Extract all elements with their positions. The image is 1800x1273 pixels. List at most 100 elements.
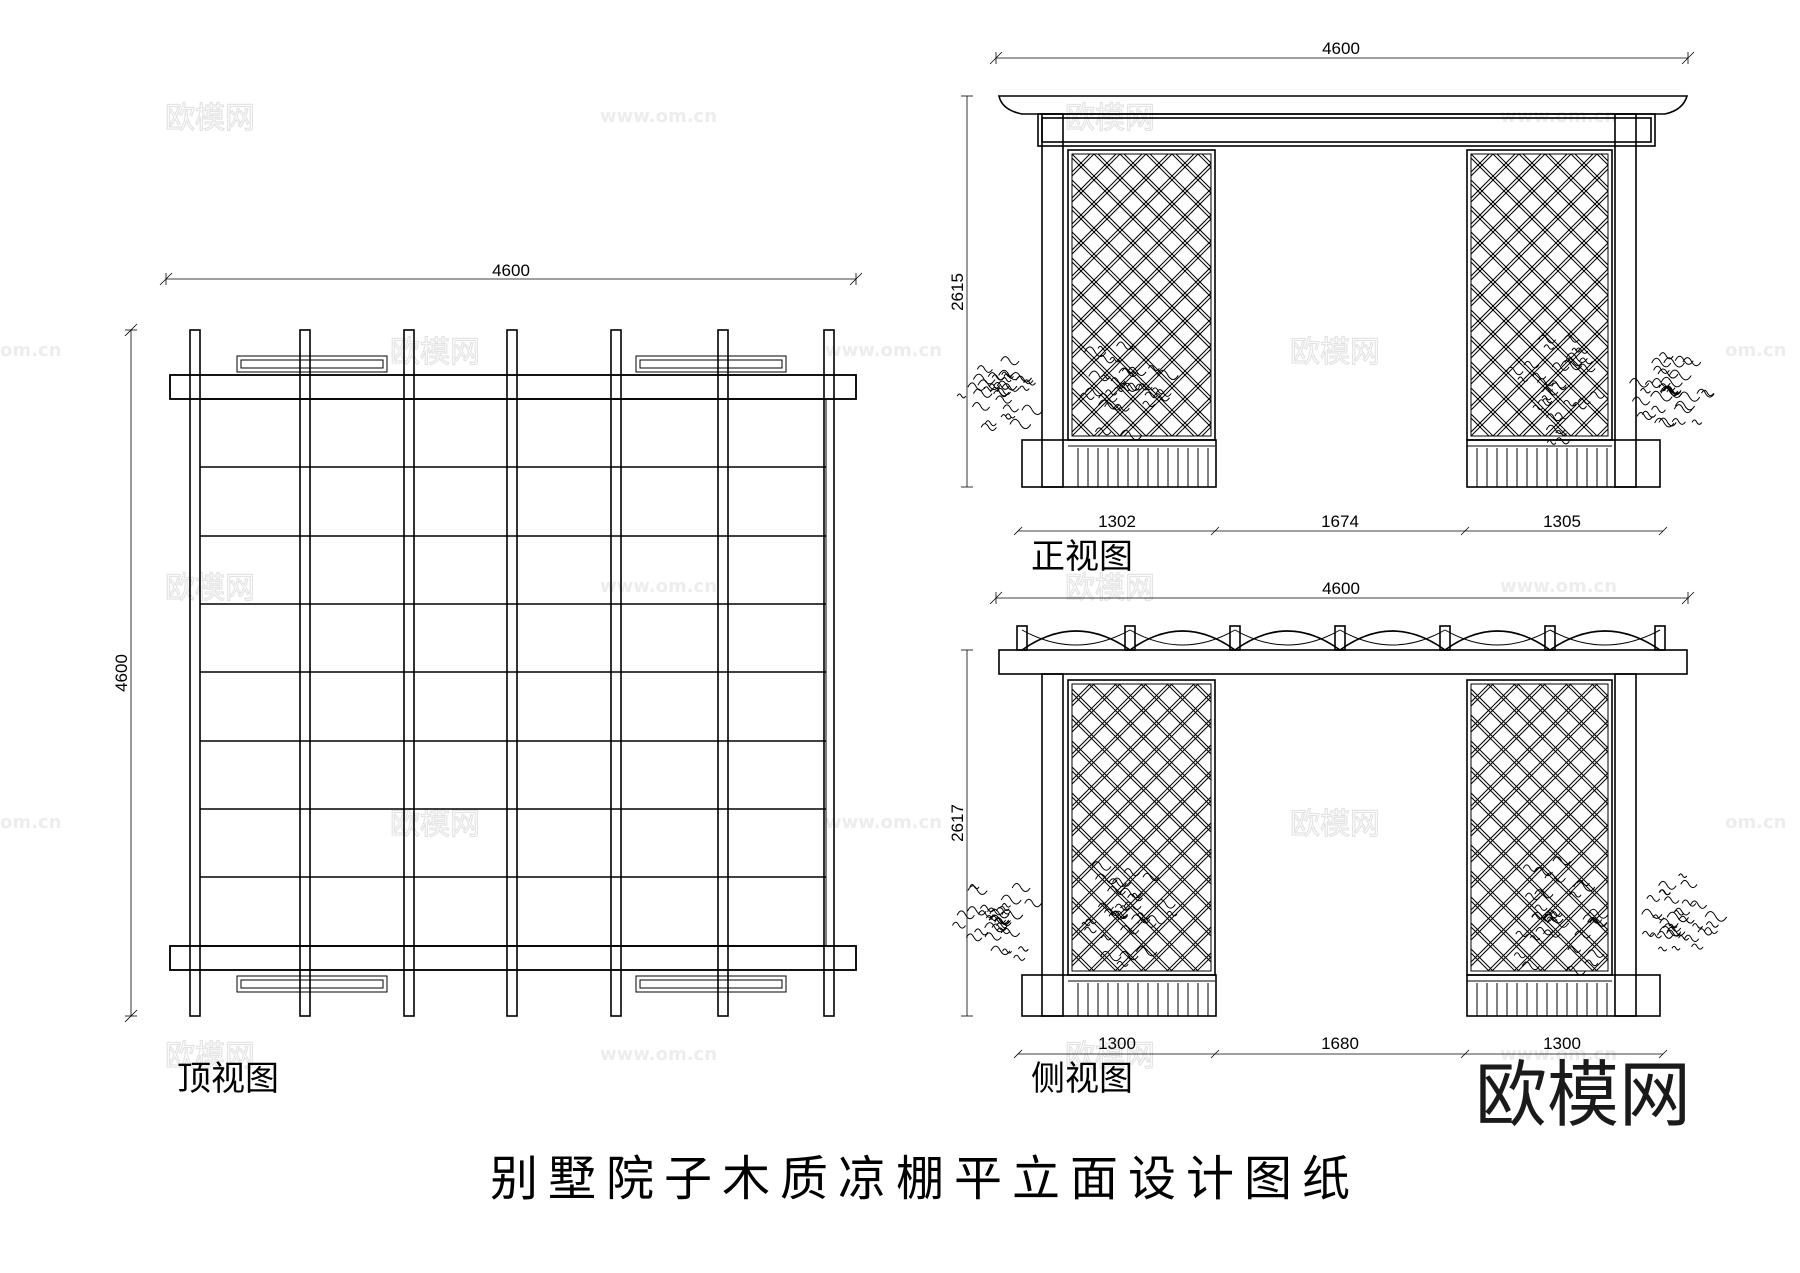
shrub-leaf xyxy=(974,928,989,936)
lattice-bar xyxy=(1072,844,1199,971)
plan-rafter xyxy=(610,329,622,1017)
lattice-bar xyxy=(1380,150,1670,440)
side-planter-left xyxy=(1021,974,1217,1017)
lattice-bar xyxy=(1471,828,1608,967)
lattice-bar xyxy=(1072,218,1211,359)
shrub-leaf xyxy=(973,388,993,398)
shrub-leaf xyxy=(1586,949,1605,958)
shrub-leaf xyxy=(1704,927,1718,934)
shrub-leaf xyxy=(1136,912,1151,920)
top-depth-dimension: 4600 xyxy=(112,323,138,1023)
shrub-leaf xyxy=(995,906,1012,915)
lattice-bar xyxy=(1201,154,1211,164)
lattice-bar xyxy=(1376,150,1666,440)
side-planter-slats xyxy=(1068,980,1612,1016)
lattice-bar xyxy=(1250,150,1540,440)
shrub-leaf xyxy=(1142,872,1160,881)
shrub-leaf xyxy=(996,927,1011,935)
lattice-bar xyxy=(1491,684,1608,801)
shrub-leaf xyxy=(1513,952,1526,959)
lattice-bar xyxy=(1072,296,1211,436)
lattice-bar xyxy=(778,150,1068,440)
shrub-leaf xyxy=(1524,892,1541,901)
lattice-bar xyxy=(1072,696,1211,837)
watermark-url: om.cn xyxy=(1725,812,1786,833)
lattice-bar xyxy=(1072,684,1169,781)
shrub-leaf xyxy=(1166,910,1178,917)
arch-post xyxy=(1544,625,1556,651)
lattice-bar xyxy=(1491,854,1608,971)
lattice-bar xyxy=(1570,398,1608,436)
lattice-bar xyxy=(1328,150,1618,440)
shrub-leaf xyxy=(1120,925,1140,935)
shrub-leaf xyxy=(1105,389,1118,396)
lattice-bar xyxy=(1072,309,1199,436)
lattice-bar xyxy=(1402,150,1692,440)
shrub-leaf xyxy=(1111,910,1128,919)
shrub-leaf xyxy=(1574,930,1591,939)
shrub-leaf xyxy=(1517,376,1529,382)
watermark-url: www.om.cn xyxy=(600,1044,717,1065)
lattice-bar xyxy=(1471,798,1608,937)
shrub-leaf xyxy=(996,380,1018,391)
arch-post xyxy=(1124,625,1136,651)
lattice-bar xyxy=(1471,848,1594,971)
side-planter-right xyxy=(1466,974,1661,1017)
shrub-leaf xyxy=(1091,861,1112,871)
shrub-leaf xyxy=(1116,341,1134,350)
lattice-bar xyxy=(1487,684,1608,805)
lattice-bars xyxy=(778,150,1692,440)
shrub-leaf xyxy=(1579,357,1593,365)
lattice-bar xyxy=(1350,150,1640,440)
front-segment-right: 1305 xyxy=(1543,512,1581,531)
front-post-right xyxy=(1614,113,1637,488)
lattice-bar xyxy=(1072,361,1147,436)
lattice-bar xyxy=(1092,852,1211,971)
lattice-bar xyxy=(1522,154,1608,240)
shrub-leaf xyxy=(993,381,1010,390)
side-post-right xyxy=(1614,673,1637,1017)
lattice-bar xyxy=(1250,150,1540,440)
shrub-leaf xyxy=(1138,383,1153,391)
lattice-bar xyxy=(1487,850,1608,971)
shrub-leaf xyxy=(1104,908,1120,916)
shrub-leaf xyxy=(1674,400,1696,411)
plan-post-cap-inner xyxy=(639,979,783,989)
front-structure xyxy=(778,95,1800,488)
arch-rafter-cross xyxy=(1549,629,1661,646)
shrub-leaf xyxy=(1097,345,1108,351)
plan-rafter xyxy=(823,329,835,1017)
shrub-leaf xyxy=(1543,344,1555,350)
front-trellis-left xyxy=(1067,149,1216,441)
front-segment-middle: 1674 xyxy=(1321,512,1359,531)
lattice-bar xyxy=(1471,387,1520,436)
shrub-leaf xyxy=(1565,965,1586,976)
arch-rafter-cross xyxy=(1444,629,1551,646)
lattice-bar xyxy=(1471,365,1542,436)
watermark-url: www.om.cn xyxy=(1500,576,1617,597)
shrub-leaf xyxy=(1547,909,1561,917)
lattice-bar xyxy=(1375,680,1670,975)
shrub-leaf xyxy=(983,386,994,392)
shrub-leaf xyxy=(1541,395,1552,401)
shrub-leaf xyxy=(1542,398,1553,404)
shrub-leaf xyxy=(1649,932,1662,939)
lattice-bar xyxy=(1345,680,1640,975)
shrub-leaf xyxy=(1572,402,1587,410)
lattice-bar xyxy=(1645,150,1800,440)
shrub-leaf xyxy=(1131,892,1143,899)
shrub-leaf xyxy=(1534,889,1554,899)
lattice-bar xyxy=(1471,313,1594,436)
lattice-bar xyxy=(1072,240,1211,381)
lattice-bar xyxy=(1072,292,1211,433)
shrub-leaf xyxy=(1674,355,1694,365)
lattice-bar xyxy=(1471,417,1490,436)
shrub-leaf xyxy=(1529,935,1541,941)
lattice-bar xyxy=(782,150,1072,440)
lattice-bar xyxy=(1072,900,1143,971)
shrub-leaf xyxy=(1135,946,1158,957)
shrub-leaf xyxy=(1587,908,1609,919)
lattice-bar xyxy=(1727,150,1800,440)
shrub-leaf xyxy=(1668,369,1692,381)
shrub-leaf xyxy=(1650,390,1673,402)
